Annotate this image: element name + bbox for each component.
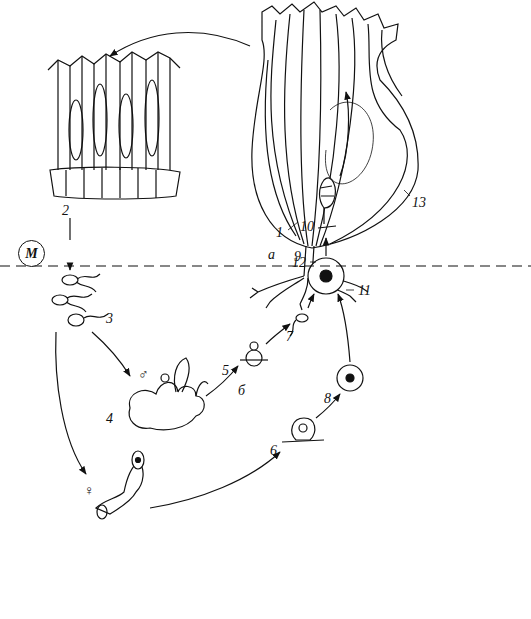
- node-text: М: [25, 247, 37, 261]
- callout-number: 5: [222, 364, 229, 378]
- callout-number: 4: [106, 412, 113, 426]
- callout-number: 7: [286, 330, 293, 344]
- callout-number: ♂: [138, 368, 149, 382]
- callout-number: б: [238, 384, 245, 398]
- callout-number: 3: [106, 312, 113, 326]
- callout-number: 8: [324, 392, 331, 406]
- callout-number: а: [268, 248, 275, 262]
- callout-number: ♀: [84, 484, 95, 498]
- callout-number: 13: [412, 196, 426, 210]
- callout-number: 2: [62, 204, 69, 218]
- circle-marker: М: [18, 240, 45, 267]
- callout-number: 9: [294, 250, 301, 264]
- callout-number: 10: [300, 220, 314, 234]
- callout-number: 6: [270, 444, 277, 458]
- callout-number: 11: [358, 284, 371, 298]
- callout-number: 1: [276, 226, 283, 240]
